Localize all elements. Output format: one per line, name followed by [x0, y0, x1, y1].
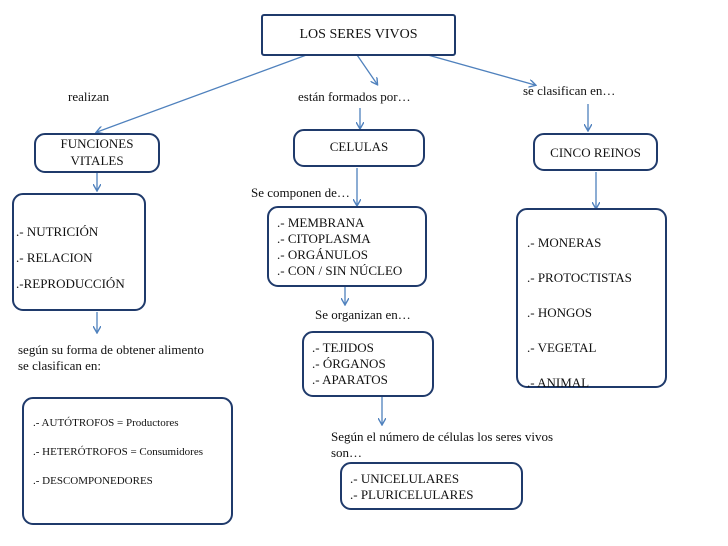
node-celula-parts: [267, 206, 427, 287]
list-item: .- UNICELULARES: [350, 471, 460, 486]
label-numero-line1: Según el número de células los seres viv…: [331, 429, 554, 444]
edge-title-celulas: [354, 51, 377, 84]
list-item: .- MONERAS: [527, 235, 602, 250]
list-item: .- HETERÓTROFOS = Consumidores: [33, 446, 203, 458]
funciones-list: .- NUTRICIÓN .- RELACION .-REPRODUCCIÓN: [16, 219, 125, 297]
list-item: .- TEJIDOS: [312, 340, 374, 355]
node-reinos-label: CINCO REINOS: [550, 145, 641, 160]
list-item: .-REPRODUCCIÓN: [16, 276, 125, 291]
node-funciones-line2: VITALES: [70, 153, 124, 168]
title-box: [261, 14, 456, 56]
nutricion-tipos-list: .- AUTÓTROFOS = Productores .- HETERÓTRO…: [33, 409, 203, 496]
node-reinos-list: [516, 208, 667, 388]
list-item: .- MEMBRANA: [277, 215, 365, 230]
reinos-list: .- MONERAS .- PROTOCTISTAS .- HONGOS .- …: [527, 225, 632, 400]
list-item: .- ÓRGANOS: [312, 356, 386, 371]
celula-parts-list: .- MEMBRANA .- CITOPLASMA .- ORGÁNULOS .…: [277, 215, 402, 279]
diagram-title: LOS SERES VIVOS: [299, 27, 418, 42]
list-item: .- ORGÁNULOS: [277, 247, 368, 262]
label-organizan: Se organizan en…: [315, 307, 411, 322]
label-numero-line2: son…: [331, 445, 363, 460]
node-funciones-line1: FUNCIONES: [60, 136, 134, 151]
list-item: .- CITOPLASMA: [277, 231, 371, 246]
list-item: .- CON / SIN NÚCLEO: [277, 263, 403, 278]
edge-title-funciones: [97, 49, 321, 132]
node-nutricion-tipos: [22, 397, 233, 525]
list-item: .- RELACION: [16, 250, 93, 265]
node-cinco-reinos: [533, 133, 658, 171]
list-item: .- NUTRICIÓN: [16, 224, 99, 239]
node-celulas-numero: [340, 462, 523, 510]
list-item: .- ANIMAL: [527, 375, 590, 390]
label-formados: están formados por…: [298, 89, 411, 104]
label-realizan: realizan: [68, 89, 110, 104]
label-forma-line2: se clasifican en:: [18, 358, 102, 373]
label-componen: Se componen de…: [251, 185, 350, 200]
list-item: .- DESCOMPONEDORES: [33, 475, 153, 487]
label-forma-line1: según su forma de obtener alimento: [18, 342, 204, 357]
list-item: .- AUTÓTROFOS = Productores: [33, 417, 179, 429]
node-funciones-list: [12, 193, 146, 311]
organizacion-list: .- TEJIDOS .- ÓRGANOS .- APARATOS: [312, 340, 388, 388]
label-clasifican: se clasifican en…: [523, 83, 616, 98]
node-funciones-vitales: [34, 133, 160, 173]
node-celulas: [293, 129, 425, 167]
node-organizacion: [302, 331, 434, 397]
celulas-numero-list: .- UNICELULARES .- PLURICELULARES: [350, 471, 474, 503]
list-item: .- APARATOS: [312, 372, 388, 387]
list-item: .- PLURICELULARES: [350, 487, 474, 502]
node-celulas-label: CELULAS: [329, 139, 389, 154]
list-item: .- VEGETAL: [527, 340, 597, 355]
list-item: .- HONGOS: [527, 305, 592, 320]
list-item: .- PROTOCTISTAS: [527, 270, 632, 285]
